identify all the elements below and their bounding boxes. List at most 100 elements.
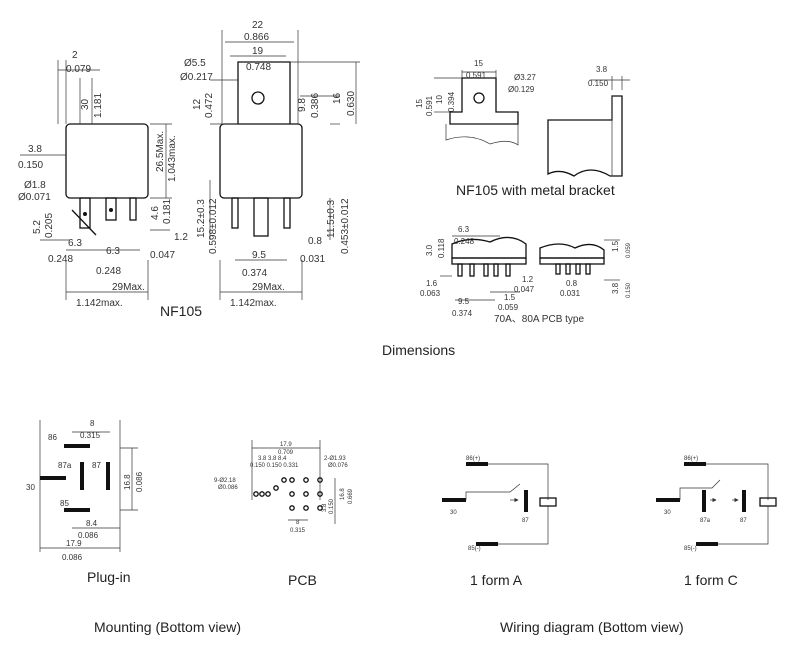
coil-c (759, 497, 777, 507)
pcb-dim-v3: 16.8 (340, 488, 346, 500)
pi-label-85: 85 (60, 499, 69, 508)
dim-98: 9.8 (297, 98, 308, 112)
br-dim-v15: 15 (415, 99, 424, 108)
pcbt-dim-0118: 0.118 (437, 238, 446, 258)
br-dim-v0591: 0.591 (425, 95, 434, 116)
dim-0630: 0.630 (346, 91, 357, 116)
dim-1142: 1.142max. (76, 298, 123, 309)
wiring-form-a: 86(+) 30 87 85(-) (442, 456, 557, 552)
dim-0217: Ø0.217 (180, 72, 213, 83)
br-dim-38: 3.8 (596, 65, 608, 74)
dim-29f: 29Max. (252, 282, 285, 293)
pi-dim-0661: 0.086 (135, 471, 144, 492)
pcb-dim-179: 17.9 (280, 442, 292, 448)
dim-55: Ø5.5 (184, 58, 206, 69)
coil-a (539, 497, 557, 507)
pi-dim-168: 16.8 (123, 474, 132, 490)
dim-0150: 0.150 (18, 160, 43, 171)
dim-0181: 0.181 (162, 199, 173, 224)
wa-87: 87 (522, 518, 529, 524)
pin-86 (64, 444, 90, 448)
pcb-dim-v4: 0.669 (348, 488, 354, 504)
pcb-dim-v2: 0.150 (329, 498, 335, 514)
dim-0031: 0.031 (300, 254, 325, 265)
dim-115: 11.5±0.3 (326, 199, 337, 238)
dim-0248b: 0.248 (96, 266, 121, 277)
pcb-hole2: 9-Ø2.18 (214, 478, 236, 484)
pcb-dim-0709: 0.709 (278, 450, 294, 456)
pin-85 (64, 508, 90, 512)
br-dim-v0394: 0.394 (447, 91, 456, 112)
pcbt-dim-0031: 0.031 (560, 289, 581, 298)
pcbt-dim-r15: 1.5 (611, 240, 620, 252)
pin-87a (80, 462, 84, 490)
pi-dim-84: 8.4 (86, 519, 98, 528)
dim-0386: 0.386 (310, 93, 321, 118)
wc-85: 85(-) (684, 546, 697, 552)
br-dim-15: 15 (474, 59, 483, 68)
dim-0205: 0.205 (44, 213, 55, 238)
pcbt-dim-0059: 0.059 (498, 303, 519, 312)
dim-95: 9.5 (252, 250, 266, 261)
dim-46: 4.6 (150, 206, 161, 220)
label-pcb-type: 70A、80A PCB type (494, 314, 584, 325)
label-bracket: NF105 with metal bracket (456, 182, 615, 198)
pi-label-30: 30 (26, 483, 35, 492)
pcbt-dim-63: 6.3 (458, 225, 470, 234)
caption-form-c: 1 form C (684, 572, 738, 588)
dim-0248a: 0.248 (48, 254, 73, 265)
dim-0071: Ø0.071 (18, 192, 51, 203)
caption-wiring: Wiring diagram (Bottom view) (500, 619, 684, 635)
dim-0472: 0.472 (204, 93, 215, 118)
caption-dimensions: Dimensions (382, 342, 455, 358)
pcbt-dim-08: 0.8 (566, 279, 578, 288)
pin-87 (106, 462, 110, 490)
wa-85: 85(-) (468, 546, 481, 552)
mount-hole (251, 91, 265, 105)
wiring-form-c: 86(+) 30 87a 87 85(-) (656, 456, 777, 552)
pcb-dim-0315: 0.315 (290, 528, 306, 534)
caption-plug-in: Plug-in (87, 569, 131, 585)
pcb-dim-r1: 3.8 3.8 8.4 (258, 456, 287, 462)
pcbt-dim-30: 3.0 (425, 244, 434, 256)
label-nf105: NF105 (160, 303, 202, 319)
dim-52: 5.2 (32, 220, 43, 234)
pi-dim-0330: 0.086 (78, 531, 99, 540)
wc-87: 87 (740, 518, 747, 524)
pcbt-dim-0248: 0.248 (454, 237, 475, 246)
pcbt-dim-95: 9.5 (458, 297, 470, 306)
dim-1181: 1.181 (93, 93, 104, 118)
pcbt-dim-0063: 0.063 (420, 289, 441, 298)
dim-16: 16 (332, 92, 343, 104)
pcbt-dim-16: 1.6 (426, 279, 438, 288)
dim-08: 0.8 (308, 236, 322, 247)
dim-265: 26.5Max. (155, 131, 166, 172)
relay-body-side (65, 123, 149, 199)
pcb-holes (253, 477, 323, 511)
dim-30: 30 (80, 98, 91, 110)
pi-dim-179: 17.9 (66, 539, 82, 548)
pi-dim-0705: 0.086 (62, 553, 83, 562)
pcbt-dim-0374: 0.374 (452, 309, 473, 318)
dim-0453: 0.453±0.012 (340, 198, 351, 254)
side-view: 2 0.079 30 1.181 3.8 0.150 Ø1.8 Ø0.071 5… (18, 50, 188, 309)
pcbt-dim-38: 3.8 (611, 282, 620, 294)
relay-body-front (219, 123, 303, 199)
pcb-hole-in: Ø0.076 (328, 463, 348, 469)
plug-in-view: 8 0.315 86 87a 87 30 85 16.8 0.086 8.4 0… (26, 419, 144, 562)
front-view: 22 0.866 19 0.748 Ø5.5 Ø0.217 12 0.472 9… (180, 20, 360, 309)
wa-86: 86(+) (466, 456, 480, 462)
caption-pcb: PCB (288, 572, 317, 588)
pcb-dim-v1: 3.8 (322, 503, 328, 512)
pcb-dim-r2: 0.150 0.150 0.331 (250, 463, 299, 469)
caption-form-a: 1 form A (470, 572, 523, 588)
pi-label-86: 86 (48, 433, 57, 442)
wa-30: 30 (450, 510, 457, 516)
wc-86: 86(+) (684, 456, 698, 462)
br-dim-v10: 10 (435, 95, 444, 104)
dim-19: 19 (252, 46, 264, 57)
dim-29: 29Max. (112, 282, 145, 293)
pcb-type-view: 6.3 0.248 3.0 0.118 1.6 0.063 1.2 0.047 … (420, 225, 632, 318)
br-dim-327: Ø3.27 (514, 73, 536, 82)
